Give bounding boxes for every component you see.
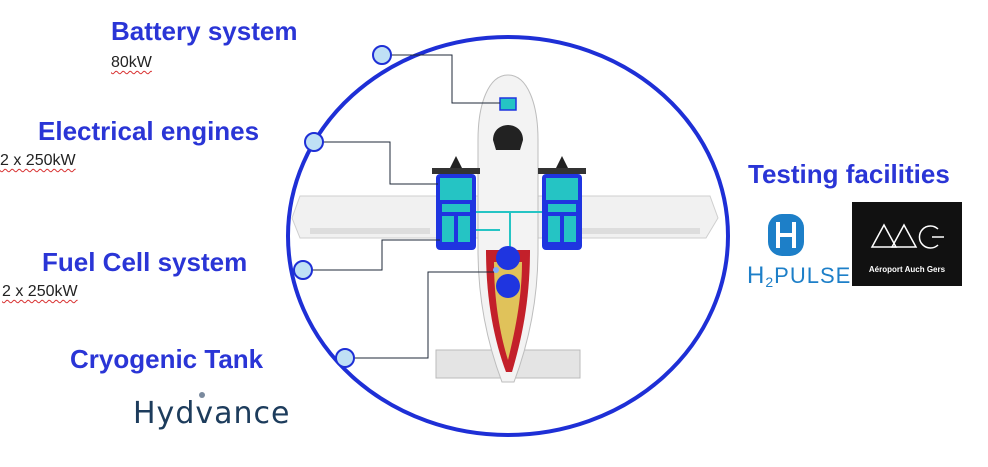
node-engines bbox=[304, 132, 324, 152]
h2pulse-logo-icon bbox=[768, 214, 804, 256]
aircraft-frame-circle bbox=[286, 35, 730, 437]
node-fuel-cell bbox=[293, 260, 313, 280]
tank-lower bbox=[496, 274, 520, 298]
fuel-cell-title: Fuel Cell system bbox=[42, 247, 248, 277]
node-tank bbox=[335, 348, 355, 368]
hydvance-logo: Hydvance bbox=[133, 396, 291, 431]
tank-title: Cryogenic Tank bbox=[70, 344, 264, 374]
hydvance-logo-dot bbox=[199, 392, 205, 398]
power-wiring bbox=[476, 211, 542, 250]
leader-engines bbox=[314, 141, 438, 185]
aac-caption: Aéroport Auch Gers bbox=[868, 265, 946, 274]
fuel-cell-value: 2 x 250kW bbox=[2, 283, 78, 300]
leader-tank bbox=[345, 271, 494, 359]
aac-logo-icon bbox=[870, 223, 944, 249]
tank-upper bbox=[496, 246, 520, 270]
battery-value: 80kW bbox=[111, 54, 152, 71]
battery-box bbox=[499, 97, 517, 111]
h2pulse-prefix: H bbox=[747, 262, 766, 289]
engines-value: 2 x 250kW bbox=[0, 152, 76, 169]
aac-logo: Aéroport Auch Gers bbox=[852, 202, 962, 286]
h2pulse-name: PULSE bbox=[774, 263, 852, 288]
wing-flap-right bbox=[580, 228, 700, 234]
engine-right bbox=[538, 156, 586, 250]
tank-sensor bbox=[493, 267, 499, 273]
h2pulse-sub: 2 bbox=[765, 274, 775, 290]
leader-battery bbox=[382, 54, 500, 104]
wing-flap-left bbox=[310, 228, 430, 234]
engine-left bbox=[432, 156, 480, 250]
aircraft-cockpit bbox=[493, 125, 523, 150]
node-battery bbox=[372, 45, 392, 65]
engines-title: Electrical engines bbox=[38, 116, 260, 146]
h2pulse-logo-text: H2PULSE bbox=[747, 262, 851, 290]
leader-fuel-cell bbox=[303, 239, 440, 271]
testing-title: Testing facilities bbox=[748, 159, 950, 189]
battery-title: Battery system bbox=[111, 16, 298, 46]
